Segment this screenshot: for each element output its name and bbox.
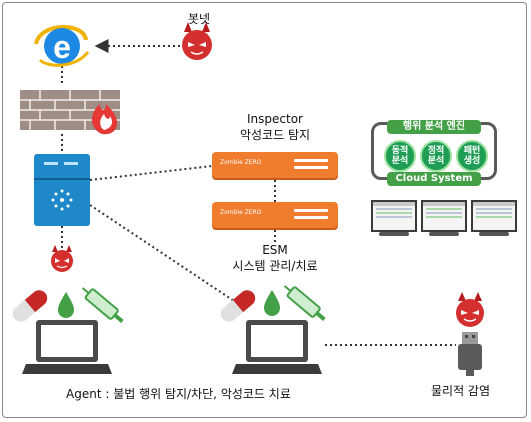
diagram-frame: [2, 2, 527, 418]
dashboard-monitor: [371, 200, 417, 232]
esm-syringe-icon: [283, 285, 326, 321]
server-inspector-link: [89, 165, 213, 181]
cloud-system-tag: Cloud System: [387, 172, 481, 186]
pattern-generation-line2: 생성: [463, 156, 481, 166]
appliance-slot: [294, 159, 328, 162]
inspector-label-line2: 악성코드 탐지: [239, 128, 311, 142]
server-esm-agent-link: [89, 204, 241, 306]
agent-pill-icon: [12, 290, 48, 322]
usb-devil-icon: [456, 292, 484, 327]
monitor-stand: [429, 232, 459, 236]
agent-syringe-icon: [81, 287, 124, 323]
inspector-label: Inspector 악성코드 탐지: [226, 111, 324, 143]
esm-label-line2: 시스템 관리/치료: [232, 259, 318, 273]
monitor-stand: [479, 232, 509, 236]
dashboard-monitor: [421, 200, 467, 232]
appliance-slot: [294, 166, 328, 169]
appliance-slot: [294, 216, 328, 219]
esm-label: ESM 시스템 관리/치료: [216, 242, 334, 274]
botnet-label: 봇넷: [188, 12, 211, 26]
usb-plug-icon: [458, 332, 482, 376]
esm-label-line1: ESM: [262, 243, 288, 257]
agent-laptop-icon: [22, 320, 112, 374]
physical-infection-label: 물리적 감염: [431, 384, 491, 398]
browser-icon: e: [34, 25, 90, 67]
static-analysis-line2: 분석: [427, 156, 445, 166]
agent-label: Agent : 불법 행위 탐지/차단, 악성코드 치료: [66, 387, 291, 401]
monitor-stand: [379, 232, 409, 236]
dynamic-analysis-line2: 분석: [391, 156, 409, 166]
malware-devil-icon: [51, 245, 73, 272]
inspector-appliance-brand: Zombie ZERO: [220, 159, 262, 166]
esm-appliance-brand: Zombie ZERO: [220, 209, 262, 216]
server-icon: [34, 154, 90, 226]
agent-drop-icon: [58, 292, 74, 318]
firewall-icon: [20, 90, 120, 135]
esm-pill-icon: [220, 290, 256, 322]
esm-laptop-icon: [232, 320, 322, 374]
static-analysis-line1: 정적: [427, 146, 445, 156]
esm-drop-icon: [264, 290, 280, 316]
connector-lines: [61, 39, 456, 346]
dynamic-analysis-line1: 동적: [391, 146, 409, 156]
inspector-appliance: Zombie ZERO: [212, 152, 338, 178]
engine-title-tag: 행위 분석 엔진: [387, 120, 481, 134]
botnet-devil-icon: [182, 22, 212, 60]
inspector-label-line1: Inspector: [247, 112, 303, 126]
svg-text:e: e: [53, 29, 71, 65]
pattern-generation-line1: 패턴: [463, 146, 481, 156]
appliance-slot: [294, 209, 328, 212]
dashboard-monitor: [471, 200, 517, 232]
esm-appliance: Zombie ZERO: [212, 202, 338, 228]
